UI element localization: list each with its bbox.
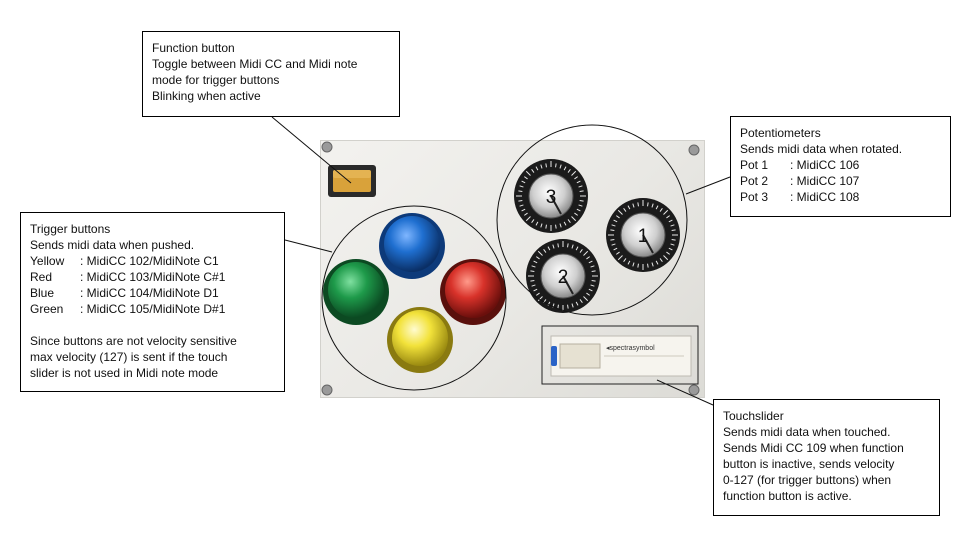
callout-line: Blinking when active [152,89,261,103]
potentiometer-number-label: 1 [638,226,649,247]
potentiometer-number-label: 3 [546,187,557,208]
touchslider-callout: Touchslider Sends midi data when touched… [713,399,940,516]
function-button[interactable] [328,165,376,197]
trigger-buttons-callout: Trigger buttons Sends midi data when pus… [20,212,285,392]
trigger-row-key: Red [30,270,53,284]
pot-row-key: Pot 3 [740,190,769,204]
pot-row-key: Pot 1 [740,158,769,172]
pot-row-value: : MidiCC 107 [790,174,860,188]
pot-row-key: Pot 2 [740,174,769,188]
callout-line: function button is active. [723,489,852,503]
callout-note-line: Since buttons are not velocity sensitive [30,334,237,348]
potentiometer-3[interactable]: 3 [514,159,588,233]
callout-line: 0-127 (for trigger buttons) when [723,473,892,487]
pot-row: Pot 1 : MidiCC 106 [740,157,941,173]
callout-line: button is inactive, sends velocity [723,457,895,471]
callout-note-line: slider is not used in Midi note mode [30,366,219,380]
function-button-callout: Function button Toggle between Midi CC a… [142,31,400,117]
trigger-button-green[interactable] [323,259,389,325]
trigger-row-key: Yellow [30,254,65,268]
pot-row: Pot 3 : MidiCC 108 [740,189,941,205]
pot-group-highlight [496,124,688,316]
callout-line: Toggle between Midi CC and Midi note [152,57,358,71]
trigger-row: Green : MidiCC 105/MidiNote D#1 [30,301,275,317]
potentiometer-1[interactable]: 1 [606,198,680,272]
callout-desc: Sends midi data when pushed. [30,238,195,252]
trigger-button-blue[interactable] [379,213,445,279]
pot-row-value: : MidiCC 108 [790,190,860,204]
trigger-row-value: : MidiCC 102/MidiNote C1 [80,254,219,268]
trigger-group-highlight [321,205,507,391]
trigger-row-key: Blue [30,286,55,300]
potentiometer-group: 1 2 3 [514,159,680,313]
trigger-row-value: : MidiCC 105/MidiNote D#1 [80,302,226,316]
callout-line: Sends Midi CC 109 when function [723,441,904,455]
trigger-row: Blue : MidiCC 104/MidiNote D1 [30,285,275,301]
potentiometers-callout: Potentiometers Sends midi data when rota… [730,116,951,217]
touchslider[interactable]: ◂spectrasymbol [541,325,699,385]
trigger-row: Yellow : MidiCC 102/MidiNote C1 [30,253,275,269]
callout-line: Touchslider [723,409,784,423]
pot-row: Pot 2 : MidiCC 107 [740,173,941,189]
trigger-row-value: : MidiCC 103/MidiNote C#1 [80,270,226,284]
callout-line: Sends midi data when touched. [723,425,891,439]
callout-line: mode for trigger buttons [152,73,280,87]
callout-note-line: max velocity (127) is sent if the touch [30,350,228,364]
panel-screws [321,141,700,396]
callout-line: Function button [152,41,235,55]
trigger-row: Red : MidiCC 103/MidiNote C#1 [30,269,275,285]
callout-title: Trigger buttons [30,222,111,236]
callout-desc: Sends midi data when rotated. [740,142,903,156]
trigger-button-red[interactable] [440,259,506,325]
trigger-row-value: : MidiCC 104/MidiNote D1 [80,286,219,300]
leader-lines [271,116,731,406]
pot-row-value: : MidiCC 106 [790,158,860,172]
potentiometer-2[interactable]: 2 [526,239,600,313]
trigger-button-yellow[interactable] [387,307,453,373]
potentiometer-number-label: 2 [558,267,569,288]
trigger-row-key: Green [30,302,64,316]
slider-brand-label: ◂spectrasymbol [606,345,655,352]
callout-title: Potentiometers [740,126,821,140]
